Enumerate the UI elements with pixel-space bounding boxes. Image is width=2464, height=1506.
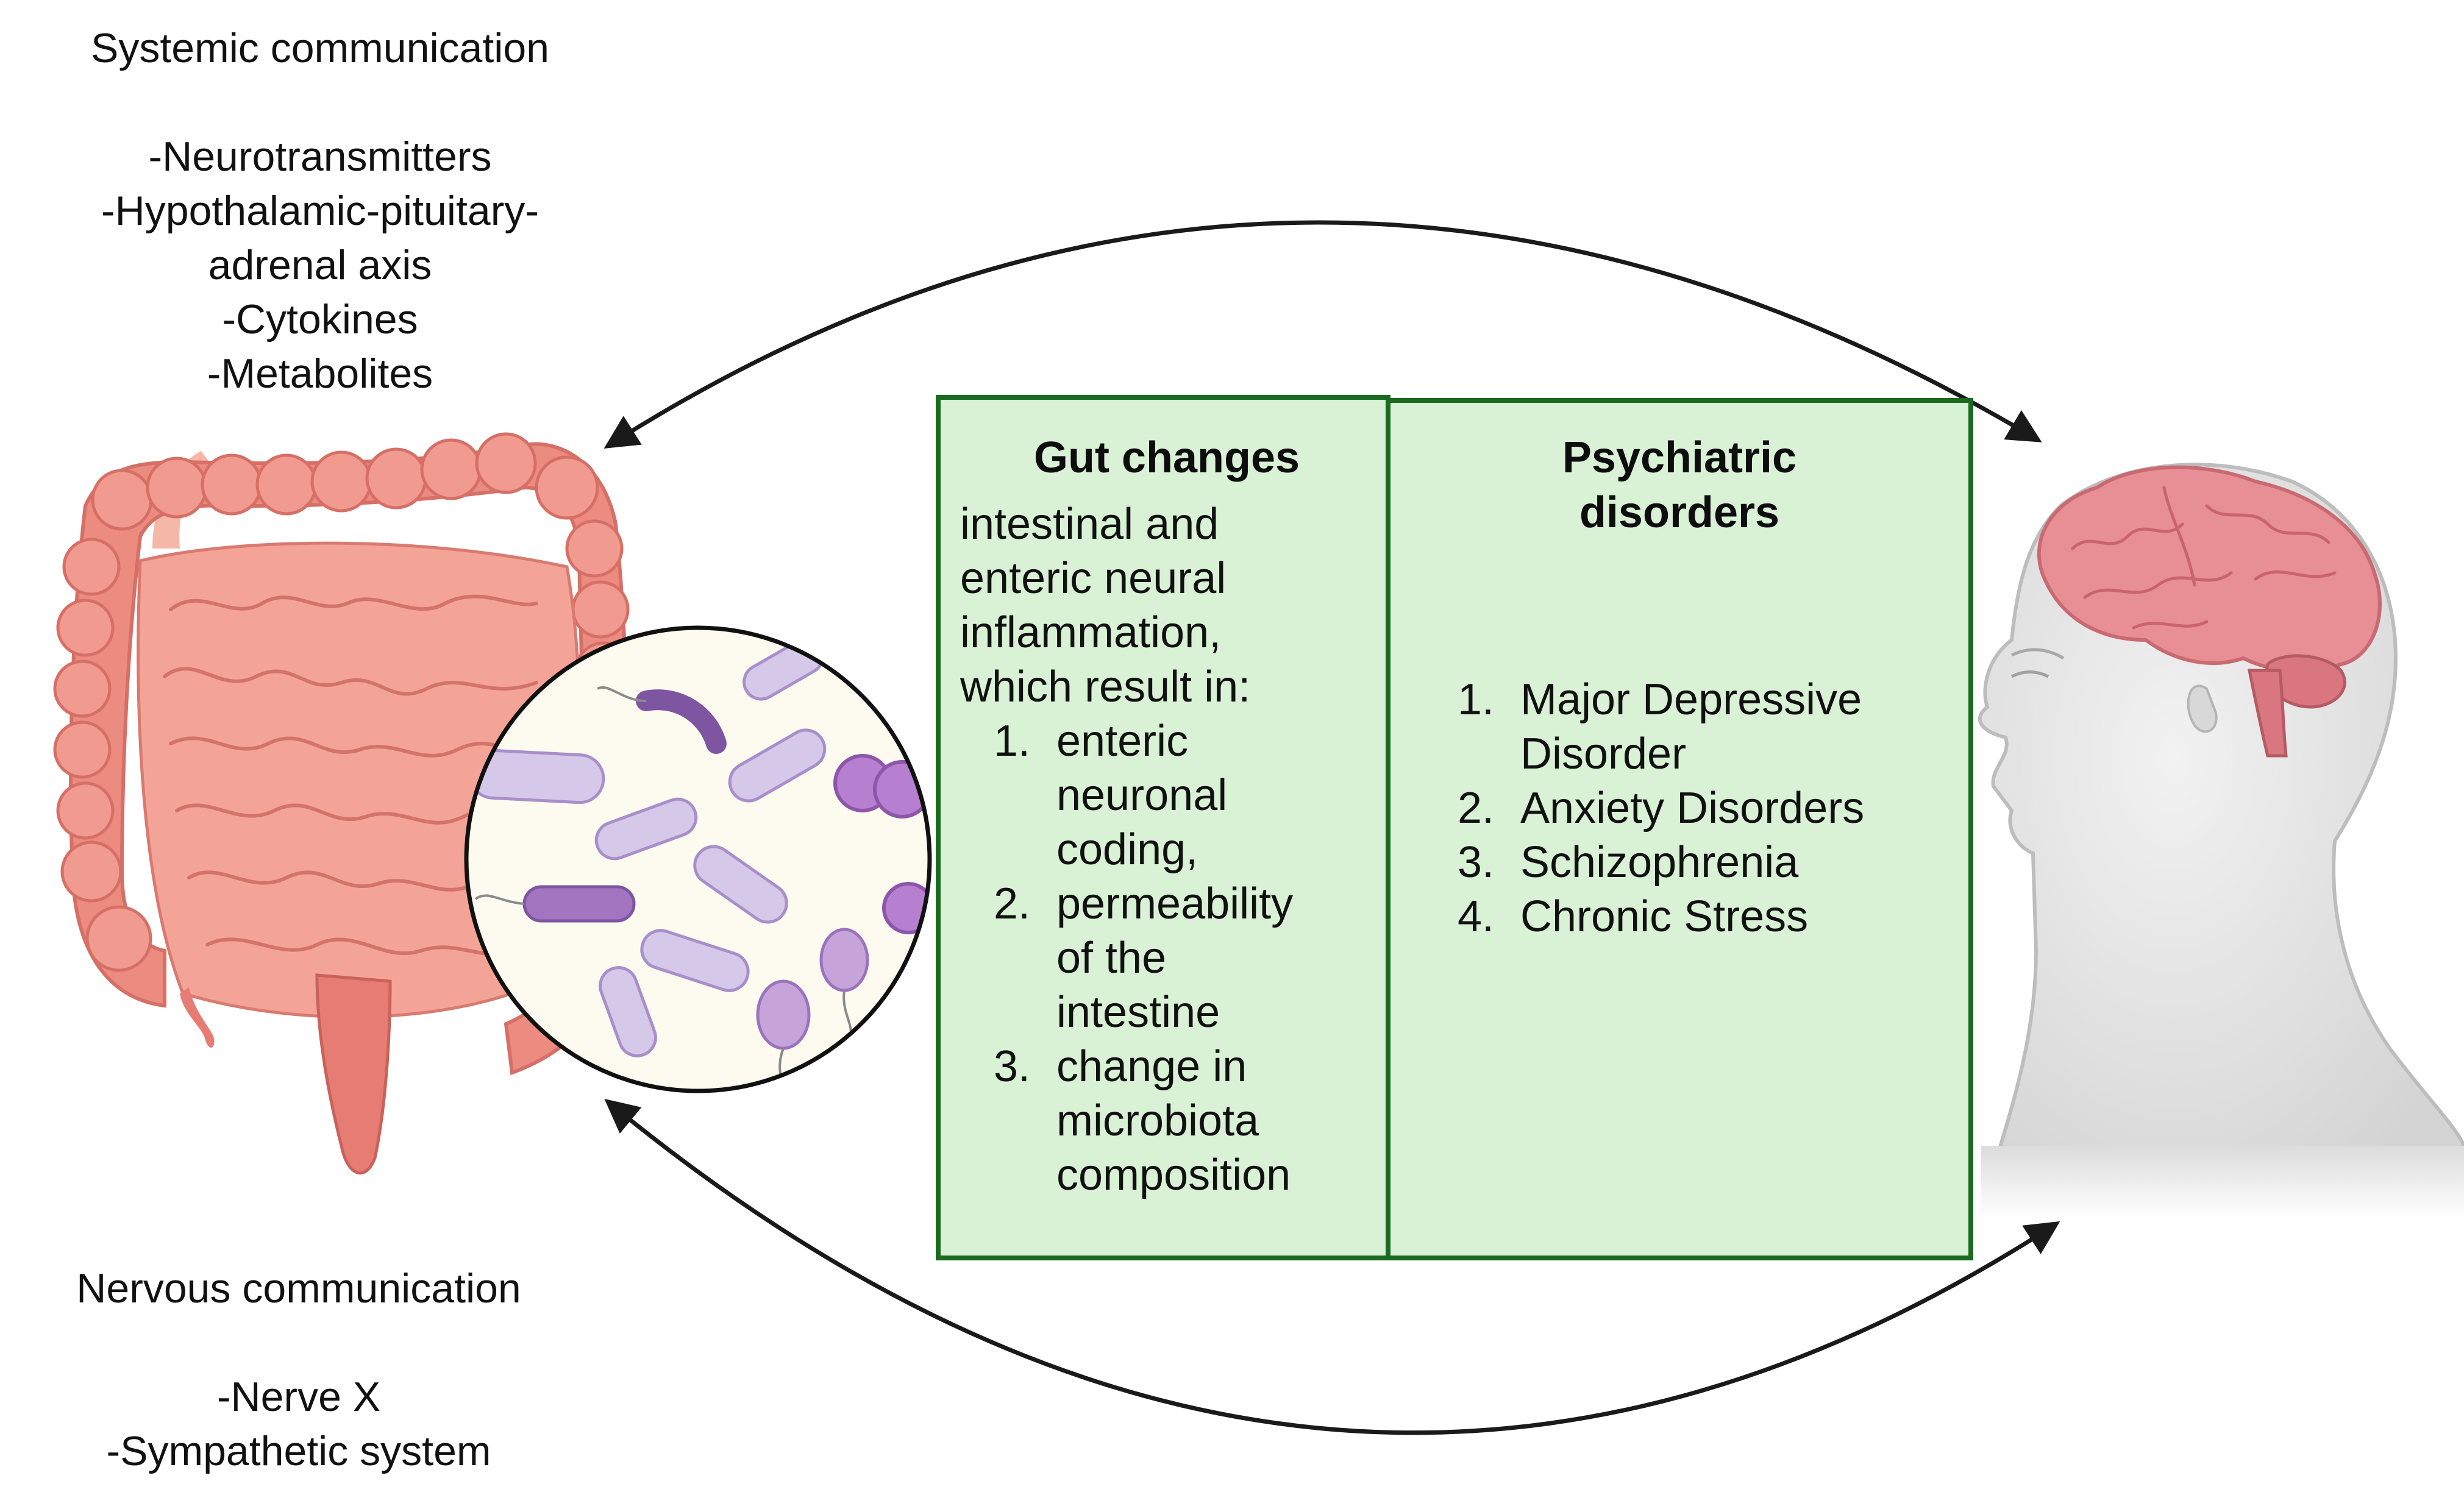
gut-intro-line: inflammation, bbox=[960, 608, 1222, 657]
systemic-communication-title: Systemic communication bbox=[90, 25, 550, 71]
list-item-line: microbiota bbox=[1056, 1096, 1259, 1145]
list-number: 2. bbox=[994, 879, 1031, 928]
list-number: 1. bbox=[994, 717, 1031, 765]
list-item-line: Chronic Stress bbox=[1520, 892, 1809, 941]
systemic-item-cytokines: -Cytokines bbox=[222, 296, 418, 343]
systemic-item-hpa-axis-line2: adrenal axis bbox=[208, 242, 432, 288]
list-item-line: intestine bbox=[1056, 988, 1220, 1037]
gut-changes-title: Gut changes bbox=[1033, 433, 1300, 482]
list-item: 1. Major Depressive Disorder bbox=[1458, 673, 1956, 781]
list-item-line: permeability bbox=[1056, 879, 1294, 928]
nervous-communication-arrow bbox=[604, 1098, 2060, 1435]
list-item: 4. Chronic Stress bbox=[1458, 890, 1956, 944]
list-number: 4. bbox=[1458, 892, 1495, 941]
list-item-line: Anxiety Disorders bbox=[1520, 784, 1865, 833]
systemic-communication-block: Systemic communication -Neurotransmitter… bbox=[24, 21, 616, 401]
list-item: 3. Schizophrenia bbox=[1458, 836, 1956, 890]
microbiota-magnifier bbox=[464, 625, 932, 1093]
psychiatric-title-line: Psychiatric bbox=[1562, 433, 1797, 482]
list-item-line: change in bbox=[1056, 1042, 1247, 1091]
list-item-line: enteric bbox=[1056, 717, 1189, 765]
gut-intro-line: which result in: bbox=[960, 662, 1251, 711]
psychiatric-disorders-panel: Psychiatric disorders 1. Major Depressiv… bbox=[1386, 398, 1973, 1260]
list-number: 3. bbox=[1458, 838, 1495, 887]
list-number: 2. bbox=[1458, 784, 1495, 833]
systemic-item-metabolites: -Metabolites bbox=[207, 350, 433, 397]
gut-changes-list: 1. enteric neuronal coding, 2. permeabil… bbox=[960, 714, 1373, 1202]
psychiatric-disorders-list: 1. Major Depressive Disorder 2. Anxiety … bbox=[1458, 673, 1956, 944]
list-item: 2. permeability of the intestine bbox=[994, 877, 1373, 1040]
list-item-line: Major Depressive bbox=[1520, 675, 1862, 724]
list-item: 1. enteric neuronal coding, bbox=[994, 714, 1373, 877]
list-item: 2. Anxiety Disorders bbox=[1458, 781, 1956, 836]
systemic-communication-arrow bbox=[604, 220, 2042, 449]
gut-changes-panel: Gut changes intestinal and enteric neura… bbox=[936, 395, 1390, 1260]
systemic-item-hpa-axis-line1: -Hypothalamic-pituitary- bbox=[101, 188, 539, 234]
psychiatric-title-line: disorders bbox=[1579, 488, 1780, 537]
nervous-communication-title: Nervous communication bbox=[76, 1265, 521, 1312]
list-number: 3. bbox=[994, 1042, 1031, 1091]
list-item-line: Schizophrenia bbox=[1520, 838, 1799, 887]
psychiatric-disorders-title: Psychiatric disorders bbox=[1403, 430, 1956, 540]
list-number: 1. bbox=[1458, 675, 1495, 724]
list-item-line: of the bbox=[1056, 934, 1167, 982]
systemic-item-neurotransmitters: -Neurotransmitters bbox=[148, 133, 492, 180]
list-item: 3. change in microbiota composition bbox=[994, 1040, 1373, 1202]
gut-intro-line: enteric neural bbox=[960, 554, 1227, 603]
list-item-line: Disorder bbox=[1520, 730, 1687, 778]
list-item-line: neuronal bbox=[1056, 771, 1228, 820]
human-head-brain-illustration bbox=[1978, 463, 2464, 1219]
list-item-line: composition bbox=[1056, 1151, 1291, 1199]
list-item-line: coding, bbox=[1056, 825, 1198, 874]
nervous-item-nerve-x: -Nerve X bbox=[216, 1374, 381, 1420]
gut-intro-line: intestinal and bbox=[960, 500, 1219, 549]
nervous-item-sympathetic-system: -Sympathetic system bbox=[106, 1428, 491, 1474]
nervous-communication-block: Nervous communication -Nerve X -Sympathe… bbox=[18, 1262, 579, 1479]
